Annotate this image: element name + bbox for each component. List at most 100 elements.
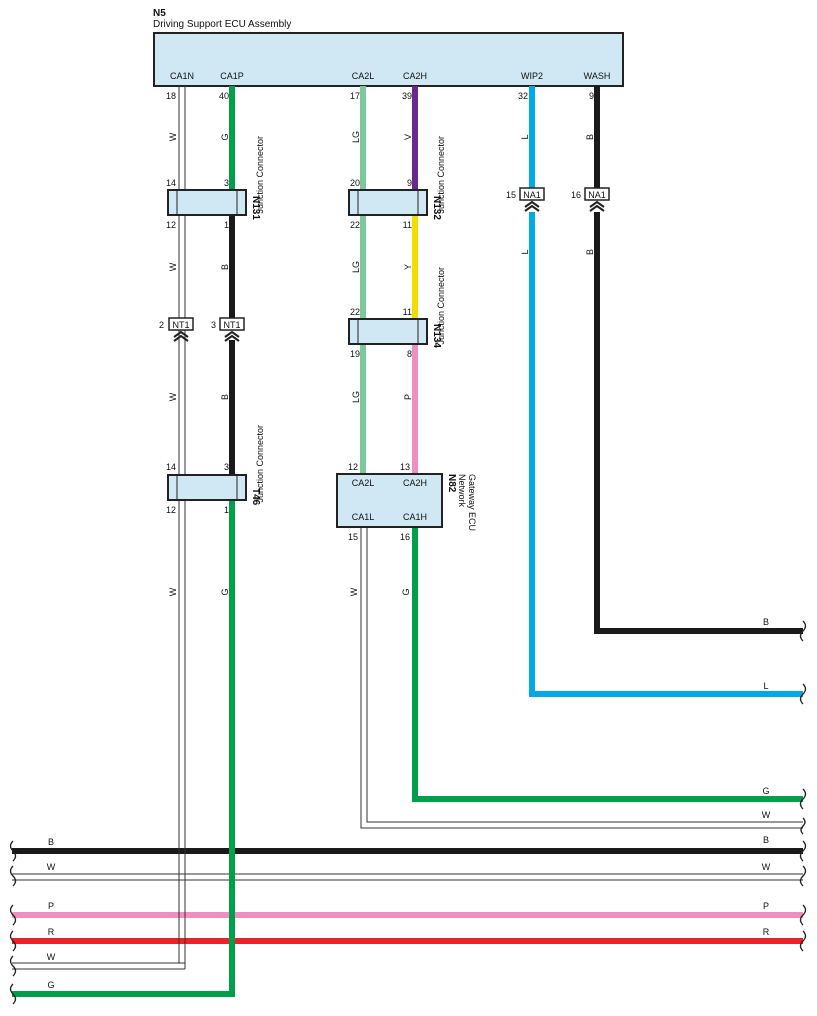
code-ca2l-low: LG — [351, 391, 361, 403]
gateway-signal-ca1h: CA1H — [403, 512, 427, 522]
t46-pin-14: 14 — [166, 462, 176, 472]
code-ca1n-bot: W — [168, 587, 178, 596]
ecu-signal-ca2h: CA2H — [403, 71, 427, 81]
n132-pin-11: 11 — [403, 220, 412, 230]
bus-wire-w1 — [12, 873, 803, 881]
ecu-box — [153, 32, 624, 87]
right-exit-label-3: G — [762, 786, 769, 796]
bus-lines — [12, 848, 803, 970]
ecu-pin-ca1n: 18 — [166, 91, 176, 101]
code-ca2l-mid: LG — [351, 261, 361, 273]
junction-n132: N132 Junction Connector — [348, 136, 446, 220]
n134-pin-19: 19 — [350, 349, 360, 359]
n134-pin-8: 8 — [407, 349, 412, 359]
code-ca1p-mid: B — [220, 264, 230, 270]
left-break-marks — [9, 840, 17, 1005]
code-ca1n-mid: W — [168, 262, 178, 271]
gateway-signal-ca2l: CA2L — [352, 478, 375, 488]
left-exit-label-4: R — [48, 927, 55, 937]
n134-code: N134 — [431, 324, 442, 348]
t46-pin-3: 3 — [224, 462, 229, 472]
na1-b-pin: 16 — [571, 190, 581, 200]
nt1-w-pin: 2 — [159, 320, 164, 330]
gateway-pin-15: 15 — [348, 532, 358, 542]
gateway-signal-ca1l: CA1L — [352, 512, 375, 522]
code-ca2h-low: P — [403, 394, 413, 400]
wire-ca1h — [412, 527, 803, 802]
left-exit-label-3: P — [48, 901, 54, 911]
t46-code: T46 — [250, 488, 261, 506]
n131-code: N131 — [250, 196, 261, 220]
ecu-signal-ca1n: CA1N — [170, 71, 194, 81]
t46-pin-12: 12 — [166, 505, 176, 515]
n132-code: N132 — [431, 196, 442, 220]
ecu-signal-wip2: WIP2 — [521, 71, 543, 81]
code-ca2l-top: LG — [351, 131, 361, 143]
wire-color-codes: W G LG V L B W B LG Y L B W B LG P W G W… — [168, 131, 595, 596]
code-ca1l-bot: W — [349, 587, 359, 596]
na1-l-label: NA1 — [523, 190, 541, 200]
code-ca1n-top: W — [168, 132, 178, 141]
gateway-pin-16: 16 — [400, 532, 410, 542]
ecu-signal-ca2l: CA2L — [352, 71, 375, 81]
ecu-pin-ca1p: 40 — [219, 91, 229, 101]
gateway-name-line1: Network — [457, 474, 467, 508]
code-wash-bot: B — [585, 249, 595, 255]
junction-n134: N134 Junction Connector — [348, 267, 446, 348]
n132-pin-20: 20 — [350, 178, 360, 188]
code-ca2h-top: V — [403, 134, 413, 140]
ecu-pin-ca2h: 39 — [402, 91, 412, 101]
gateway-ecu-n82: CA2L CA2H CA1L CA1H N82 Network Gateway … — [336, 473, 477, 531]
left-exit-label-2: W — [47, 862, 56, 872]
n132-pin-9: 9 — [407, 178, 412, 188]
n134-name: Junction Connector — [436, 267, 446, 345]
t46-pin-1: 1 — [224, 505, 229, 515]
right-exit-label-8: R — [763, 927, 770, 937]
gateway-name-line2: Gateway ECU — [467, 474, 477, 531]
ecu-pin-wip2: 32 — [518, 91, 528, 101]
nt1-b-pin: 3 — [211, 320, 216, 330]
wire-wash-lower — [594, 212, 803, 634]
n131-name: Junction Connector — [255, 136, 265, 214]
right-exit-label-5: B — [763, 835, 769, 845]
right-exit-label-7: P — [763, 901, 769, 911]
inline-connector-na1-l: NA1 15 — [506, 187, 545, 212]
n134-pin-11: 11 — [403, 307, 412, 317]
left-exit-label-5: W — [47, 952, 56, 962]
wire-ca1n — [178, 86, 186, 969]
n134-pin-22: 22 — [350, 307, 360, 317]
right-exit-labels: B L G W B W P R — [762, 617, 771, 937]
n131-pin-1: 1 — [224, 220, 229, 230]
code-wip2-bot: L — [520, 249, 530, 254]
bus-wire-w2 — [12, 962, 185, 970]
code-ca1n-low: W — [168, 392, 178, 401]
n131-pin-12: 12 — [166, 220, 176, 230]
right-exit-label-4: W — [762, 810, 771, 820]
na1-b-label: NA1 — [588, 190, 606, 200]
code-wip2-top: L — [520, 134, 530, 139]
pin-numbers: 18 40 17 39 32 9 14 3 12 1 20 9 22 11 22… — [166, 91, 594, 542]
ecu-pin-ca2l: 17 — [350, 91, 360, 101]
ecu-signal-ca1p: CA1P — [220, 71, 244, 81]
right-break-marks — [799, 620, 807, 952]
inline-connector-na1-b: NA1 16 — [571, 187, 610, 212]
gateway-code: N82 — [446, 474, 457, 493]
junction-n131: N131 Junction Connector — [167, 136, 265, 220]
ecu-pin-wash: 9 — [589, 91, 594, 101]
ecu-name: Driving Support ECU Assembly — [153, 19, 291, 30]
gateway-pin-12: 12 — [348, 462, 358, 472]
inline-connector-nt1-w: NT1 2 — [159, 317, 194, 342]
code-ca1p-bot: G — [220, 588, 230, 595]
right-exit-label-1: B — [763, 617, 769, 627]
ecu-signal-wash: WASH — [584, 71, 611, 81]
ecu-code: N5 — [153, 8, 166, 19]
n132-name: Junction Connector — [436, 136, 446, 214]
code-ca1p-low: B — [220, 394, 230, 400]
t46-name: Junction Connector — [255, 425, 265, 503]
nt1-w-label: NT1 — [172, 320, 189, 330]
inline-connector-nt1-b: NT1 3 — [211, 317, 245, 342]
nt1-b-label: NT1 — [223, 320, 240, 330]
n132-pin-22: 22 — [350, 220, 360, 230]
code-ca2h-mid: Y — [403, 264, 413, 270]
